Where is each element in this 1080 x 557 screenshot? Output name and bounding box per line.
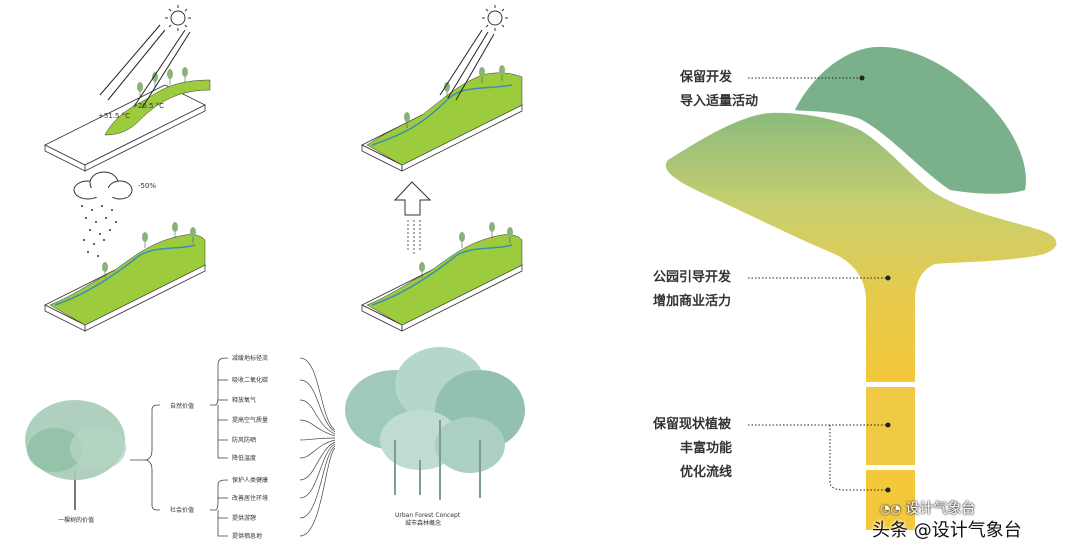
social-item: 提供栖息地	[232, 532, 262, 540]
social-item: 保护人类健康	[232, 476, 268, 484]
temp-warm-label: +26.5 °C	[132, 102, 164, 110]
natural-item: 吸收二氧化碳	[232, 376, 268, 384]
urban-forest-title: Urban Forest Concept	[395, 512, 461, 519]
label-line: 公园引导开发	[653, 270, 732, 285]
social-value-label: 社会价值	[170, 506, 194, 514]
watermark-main: 头条 @设计气象台	[872, 520, 1022, 541]
natural-item: 降低温度	[232, 454, 256, 462]
terrain-block-evaporation	[361, 221, 523, 332]
social-item: 提供游憩	[232, 514, 256, 522]
concept-tree	[665, 46, 1057, 530]
canopy-top	[795, 46, 1026, 194]
natural-item: 防风防晒	[232, 436, 256, 444]
canopy-lower-trunk	[665, 112, 1057, 382]
single-tree-illustration	[25, 400, 126, 510]
watermark-small-text: 设计气象台	[905, 501, 976, 517]
label-keep-vegetation: 保留现状植被 丰富功能 优化流线	[653, 415, 732, 483]
trunk-block-bottom	[866, 470, 915, 530]
label-line: 保留开发	[680, 70, 733, 85]
temp-cold-label: +51.5 °C	[98, 112, 130, 120]
tree-caption: 一棵树的价值	[58, 516, 94, 524]
terrain-block-sun-temperature	[44, 66, 211, 172]
rain-percent-label: -50%	[138, 182, 156, 190]
natural-item: 提高空气质量	[232, 416, 268, 424]
sun-icon	[164, 4, 192, 32]
label-park-guided: 公园引导开发 增加商业活力	[653, 268, 731, 312]
social-items: 保护人类健康 改善居住环境 提供游憩 提供栖息地	[232, 476, 268, 540]
natural-item: 减缓地标径流	[232, 354, 268, 362]
cloud-icon	[73, 171, 133, 200]
natural-value-label: 自然价值	[170, 402, 194, 410]
label-line: 导入适量活动	[680, 94, 759, 109]
urban-forest-illustration	[345, 347, 525, 500]
label-line: 保留现状植被	[653, 417, 732, 432]
label-keep-development: 保留开发 导入适量活动	[680, 68, 758, 112]
up-arrow-icon	[393, 181, 432, 216]
trunk-block-middle	[866, 387, 915, 465]
label-line: 丰富功能	[680, 441, 733, 456]
label-line: 增加商业活力	[653, 294, 732, 309]
social-item: 改善居住环境	[232, 494, 268, 502]
natural-items: 减缓地标径流 吸收二氧化碳 释放氧气 提高空气质量 防风防晒 降低温度	[232, 354, 268, 462]
sun-icon-2	[481, 4, 509, 32]
natural-item: 释放氧气	[232, 396, 256, 404]
label-line: 优化流线	[680, 465, 733, 480]
terrain-block-sun-river	[361, 64, 523, 172]
urban-forest-subtitle: 城市森林概念	[405, 519, 441, 527]
branch-lines	[130, 357, 229, 537]
watermark-logo-icon: ◔◔	[880, 502, 901, 516]
watermark-small: ◔◔ 设计气象台	[880, 498, 975, 518]
converging-arrows	[299, 357, 336, 537]
terrain-block-rain	[44, 221, 206, 332]
